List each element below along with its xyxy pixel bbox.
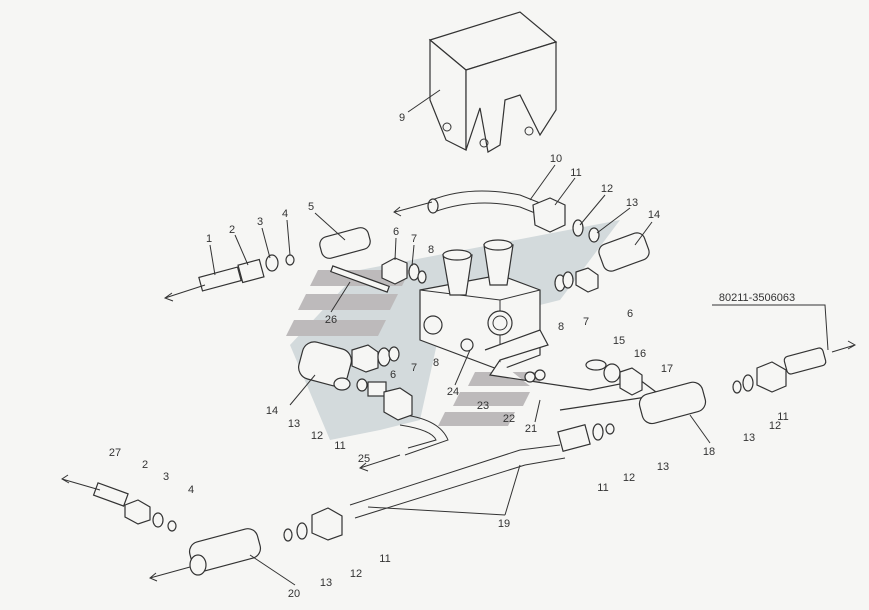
callout: 2 (229, 224, 235, 236)
hose-19 (349, 444, 566, 519)
callout: 13 (288, 418, 300, 430)
callout: 4 (188, 484, 194, 496)
callout: 23 (477, 400, 489, 412)
callout: 6 (627, 308, 633, 320)
callout: 6 (393, 226, 399, 238)
callout: 18 (703, 446, 715, 458)
callout: 26 (325, 314, 337, 326)
callout: 11 (777, 411, 788, 423)
callout: 22 (503, 413, 515, 425)
callout: 12 (623, 472, 635, 484)
callout: 10 (550, 153, 562, 165)
callout: 8 (428, 244, 434, 256)
callout: 16 (634, 348, 646, 360)
cover-part-9 (428, 11, 558, 153)
callout: 11 (334, 440, 345, 452)
callout-labels: 9 10 11 12 13 14 5 1 2 3 4 6 7 8 26 8 7 … (109, 112, 795, 600)
callout: 2 (142, 459, 148, 471)
callout: 27 (109, 447, 121, 459)
callout: 13 (657, 461, 669, 473)
leader-lines (209, 89, 711, 586)
assembly-number-label: 80211-3506063 (719, 292, 795, 304)
hose-10 (431, 190, 546, 216)
callout: 25 (358, 453, 370, 465)
callout: 15 (613, 335, 625, 347)
callout: 11 (570, 167, 581, 179)
callout: 21 (525, 423, 537, 435)
callout: 7 (411, 233, 417, 245)
callout: 12 (601, 183, 613, 195)
callout: 13 (743, 432, 755, 444)
callout: 4 (282, 208, 288, 220)
callout: 7 (583, 316, 589, 328)
hose-25 (399, 414, 449, 456)
callout: 20 (288, 588, 300, 600)
callout: 7 (411, 362, 417, 374)
callout: 17 (661, 363, 673, 375)
callout: 13 (626, 197, 638, 209)
callout: 8 (433, 357, 439, 369)
valve-block (419, 239, 541, 371)
callout: 6 (390, 369, 396, 381)
callout: 12 (769, 420, 781, 432)
callout: 14 (266, 405, 278, 417)
callout: 3 (163, 471, 169, 483)
callout: 1 (206, 233, 212, 245)
callout: 11 (379, 553, 390, 565)
callout: 8 (558, 321, 564, 333)
callout: 3 (257, 216, 263, 228)
callout: 13 (320, 577, 332, 589)
fittings (92, 197, 827, 576)
callout: 9 (399, 112, 405, 124)
callout: 14 (648, 209, 660, 221)
callout: 11 (597, 482, 608, 494)
callout: 5 (308, 201, 314, 213)
callout: 12 (311, 430, 323, 442)
callout: 19 (498, 518, 510, 530)
bracket-21 (484, 329, 662, 411)
callout: 24 (447, 386, 459, 398)
callout: 12 (350, 568, 362, 580)
direction-arrows (61, 201, 857, 582)
